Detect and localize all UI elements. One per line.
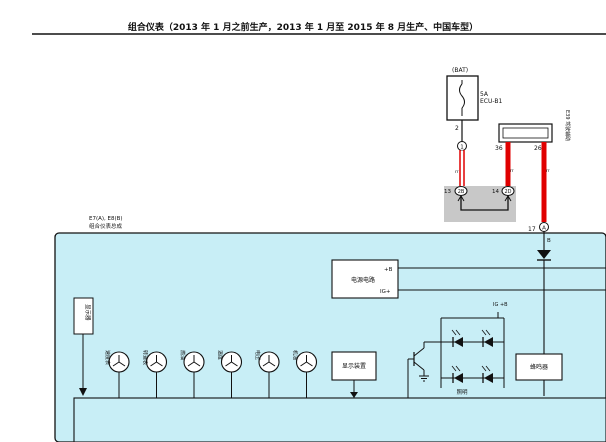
power-circuit-box xyxy=(331,259,399,299)
gauge-label: 电压 xyxy=(254,350,261,360)
ecu-label: E39 驾驶辅助 xyxy=(564,110,571,141)
led-group xyxy=(451,329,493,383)
power-plus-b: +B xyxy=(384,267,393,273)
gauge-label: 温度 xyxy=(217,350,224,360)
gauge-0: 速度表 xyxy=(104,350,130,398)
gauges-group: 速度表 转速表 燃油 温度 电压 机油 xyxy=(104,350,318,398)
led-bottom-label: 照明 xyxy=(456,389,468,396)
meter-box xyxy=(54,232,606,442)
led-icon xyxy=(451,329,463,347)
gauge-label: 机油 xyxy=(292,350,299,360)
gauge-4: 电压 xyxy=(254,350,280,398)
fuse-rating: 5A xyxy=(480,91,489,98)
meter-ref: E7(A), E8(B) xyxy=(89,216,123,222)
gauge-5: 机油 xyxy=(292,350,318,398)
diode-icon xyxy=(537,250,551,259)
tripmeter-label: 显示器 xyxy=(84,304,91,321)
led-top-label: IG +B xyxy=(493,302,508,308)
gauge-label: 转速表 xyxy=(142,350,149,365)
buzzer-box xyxy=(515,353,563,381)
led-icon xyxy=(481,329,493,347)
fuse-name: ECU-B1 xyxy=(480,98,502,105)
gauge-3: 温度 xyxy=(217,350,243,398)
ecu-pin-left: 36 xyxy=(495,145,503,152)
connector-1-pin: 1 xyxy=(460,144,464,150)
led-icon xyxy=(451,365,463,383)
gauge-1: 转速表 xyxy=(142,350,168,398)
meter-name: 组合仪表总成 xyxy=(89,222,123,230)
gauge-label: 速度表 xyxy=(104,350,111,365)
svg-text:2B: 2B xyxy=(458,189,465,195)
fuse-terminal: 2 xyxy=(455,125,459,132)
junction-pin-right: 14 xyxy=(492,189,499,195)
svg-text:rr: rr xyxy=(546,168,550,174)
fuse-icon xyxy=(459,83,465,109)
gauge-2: 燃油 xyxy=(179,350,205,398)
ecu-box xyxy=(498,123,553,143)
led-icon xyxy=(481,365,493,383)
meter-inner-box xyxy=(73,397,606,442)
svg-text:rr: rr xyxy=(510,168,514,174)
meter-terminal-pin: 17 xyxy=(528,226,536,233)
buzzer-label: 蜂鸣器 xyxy=(530,363,548,371)
page-title: 组合仪表（2013 年 1 月之前生产，2013 年 1 月至 2015 年 8… xyxy=(127,23,479,33)
gauge-label: 燃油 xyxy=(179,350,186,360)
svg-text:A: A xyxy=(542,225,546,231)
junction-pin-left: 13 xyxy=(444,189,451,195)
svg-text:2D: 2D xyxy=(504,189,511,195)
svg-text:B: B xyxy=(547,238,551,244)
display-label: 显示装置 xyxy=(342,362,366,370)
ecu-pin-right: 26 xyxy=(534,145,542,152)
fuse-supply: (BAT) xyxy=(452,67,468,74)
svg-text:rr: rr xyxy=(455,169,459,175)
power-ig-plus: IG+ xyxy=(380,289,391,295)
power-circuit-label: 电源电路 xyxy=(351,276,375,284)
